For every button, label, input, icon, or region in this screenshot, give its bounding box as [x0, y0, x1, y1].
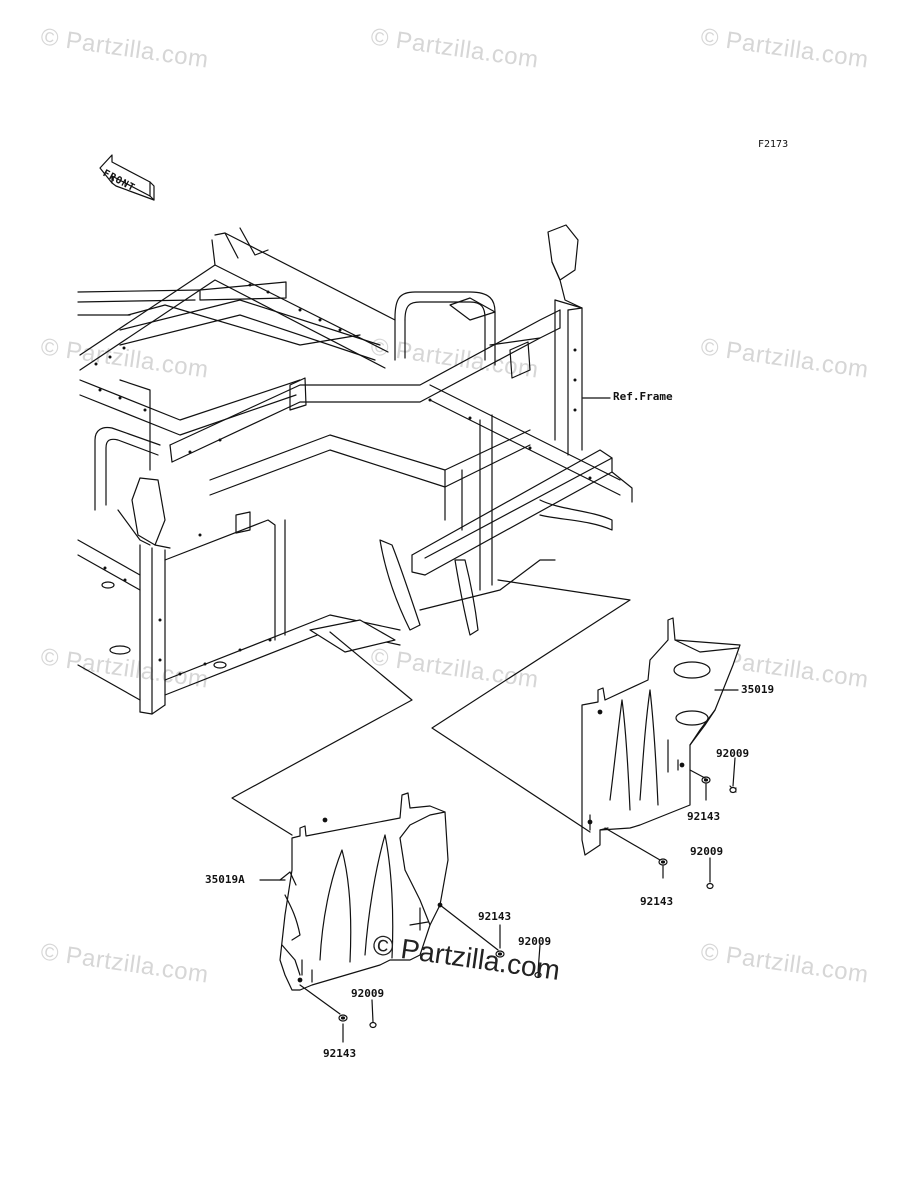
left-frame-cover [279, 792, 449, 991]
part-label-92009: 92009 [351, 987, 385, 1000]
ref-frame-label: Ref.Frame [613, 390, 673, 403]
right-frame-cover [581, 617, 741, 856]
part-label-92009: 92009 [716, 747, 750, 760]
part-label-92143: 92143 [323, 1047, 357, 1060]
part-label-35019A: 35019A [205, 873, 245, 886]
figure-code: F2173 [758, 139, 789, 150]
part-label-92143: 92143 [640, 895, 674, 908]
part-label-35019: 35019 [741, 683, 775, 696]
part-label-92143: 92143 [478, 910, 512, 923]
front-arrow-icon [99, 154, 155, 201]
part-label-92009: 92009 [690, 845, 724, 858]
part-label-92143: 92143 [687, 810, 721, 823]
part-label-92009: 92009 [518, 935, 552, 948]
